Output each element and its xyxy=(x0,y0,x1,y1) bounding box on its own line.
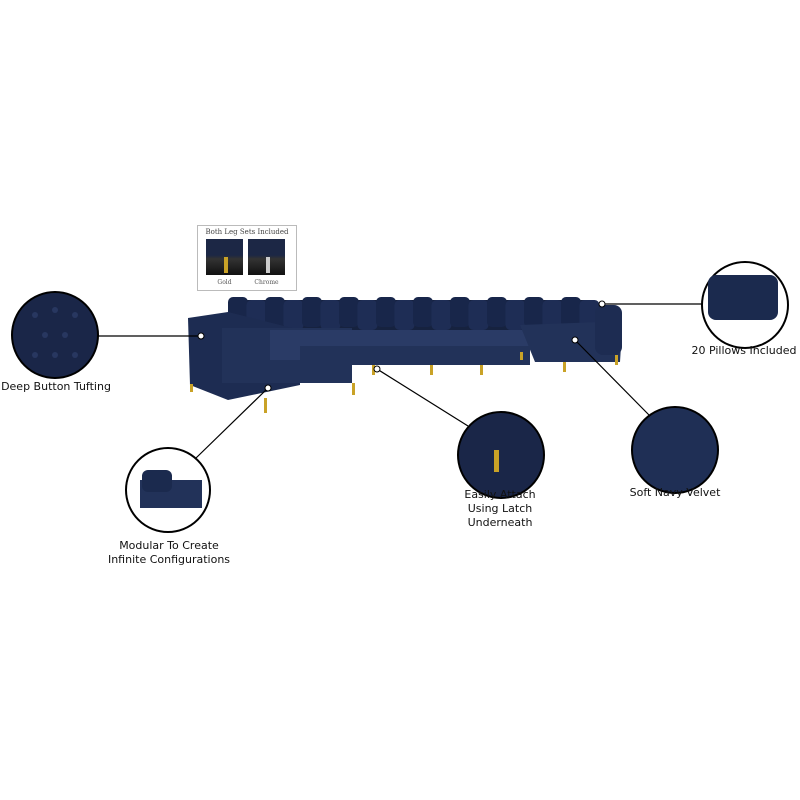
pillow xyxy=(394,300,415,330)
pillow xyxy=(524,297,544,327)
pillows xyxy=(228,297,600,334)
chrome-label: Chrome xyxy=(254,279,279,286)
gold-leg-swatch xyxy=(206,239,243,275)
velvet-detail-image xyxy=(631,406,719,494)
pillow xyxy=(283,300,304,330)
modular-label-1: Modular To Create xyxy=(119,539,219,552)
latch-label-3: Underneath xyxy=(467,516,533,529)
velvet-marker xyxy=(571,336,579,344)
latch-marker xyxy=(373,365,381,373)
tufting-label: Deep Button Tufting xyxy=(1,380,111,393)
gold-label: Gold xyxy=(217,279,232,286)
tufting-marker xyxy=(197,332,205,340)
pillow xyxy=(302,297,322,327)
pillow xyxy=(561,297,581,327)
pillow xyxy=(468,300,489,330)
pillow xyxy=(320,300,341,330)
latch-label-1: Easily Attach xyxy=(464,488,536,501)
pillow xyxy=(542,300,563,330)
modular-marker xyxy=(264,384,272,392)
pillow xyxy=(376,297,396,327)
pillow xyxy=(413,297,433,327)
latch-label-2: Using Latch xyxy=(467,502,533,515)
tufting-detail-image xyxy=(11,291,99,379)
pillows-marker xyxy=(598,300,606,308)
sectional-sofa xyxy=(188,297,622,413)
tufting-buttons xyxy=(32,307,78,358)
leg-sets-inset: Both Leg Sets Included Gold Chrome xyxy=(197,225,297,291)
pillow xyxy=(450,297,470,327)
velvet-label: Soft Navy Velvet xyxy=(629,486,721,499)
pillow xyxy=(505,300,526,330)
pillow xyxy=(339,297,359,327)
pillows-label: 20 Pillows Included xyxy=(691,344,797,357)
pillow xyxy=(357,300,378,330)
inset-title: Both Leg Sets Included xyxy=(205,228,289,236)
pillow xyxy=(487,297,507,327)
pillow xyxy=(265,297,285,327)
pillow xyxy=(431,300,452,330)
latch-detail-image xyxy=(457,411,545,499)
chrome-leg-swatch xyxy=(248,239,285,275)
modular-label-2: Infinite Configurations xyxy=(107,553,231,566)
